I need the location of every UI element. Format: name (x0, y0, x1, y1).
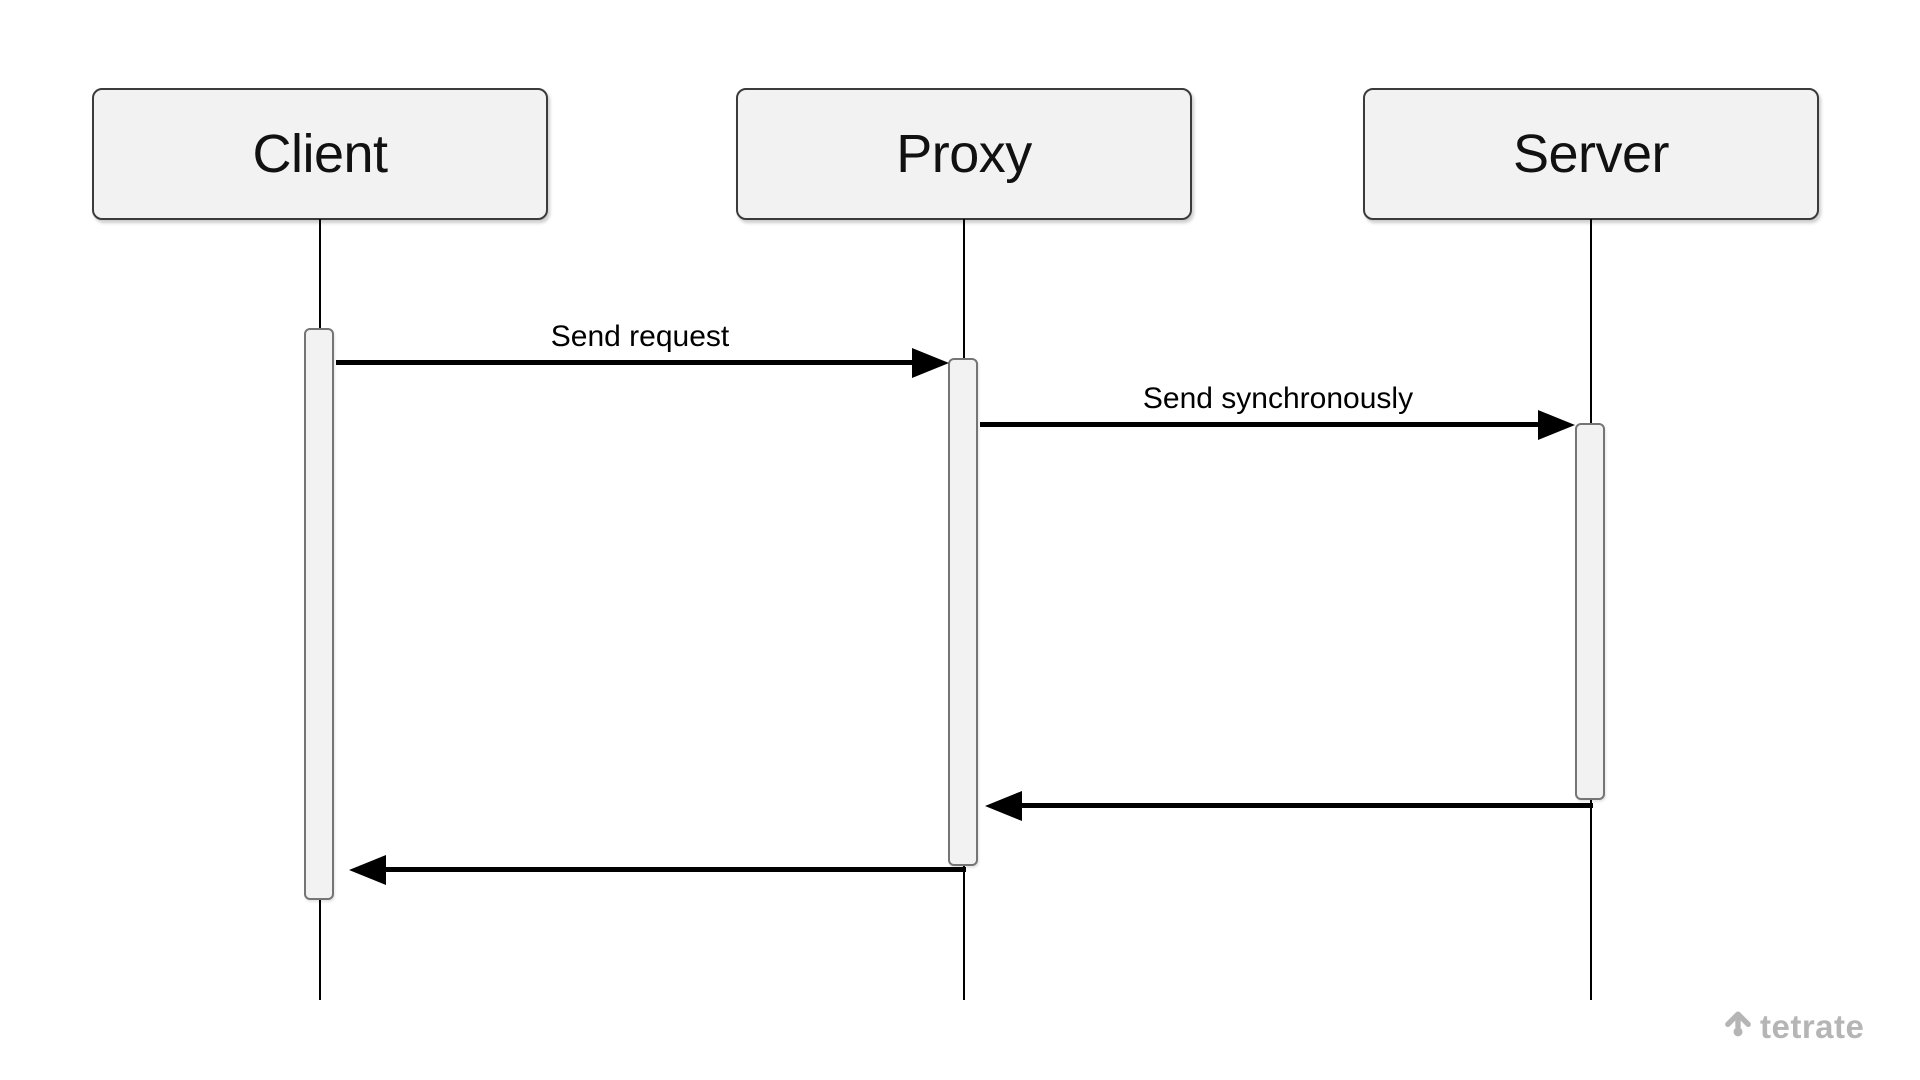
arrowhead-left-icon (985, 791, 1022, 821)
actor-box-client: Client (92, 88, 548, 220)
activation-bar-server (1575, 423, 1605, 800)
arrowhead-right-icon (912, 348, 949, 378)
activation-bar-proxy (948, 358, 978, 866)
brand-logo: tetrate (1723, 1006, 1864, 1048)
actor-label-server: Server (1512, 124, 1670, 184)
message-arrow-client-to-proxy (336, 360, 914, 365)
tetrate-arrow-icon (1725, 1011, 1751, 1037)
actor-label-client: Client (252, 124, 388, 184)
arrowhead-left-icon (349, 855, 386, 885)
brand-logo-text: tetrate (1760, 1008, 1865, 1045)
message-label-send-request: Send request (550, 320, 730, 353)
actor-label-proxy: Proxy (896, 124, 1032, 184)
actor-box-proxy: Proxy (736, 88, 1192, 220)
actor-box-server: Server (1363, 88, 1819, 220)
arrowhead-right-icon (1538, 410, 1575, 440)
message-arrow-server-to-proxy (1020, 803, 1593, 808)
message-arrow-proxy-to-client (384, 867, 966, 872)
message-arrow-proxy-to-server (980, 422, 1541, 427)
message-label-send-synchronously: Send synchronously (1142, 382, 1414, 415)
activation-bar-client (304, 328, 334, 900)
